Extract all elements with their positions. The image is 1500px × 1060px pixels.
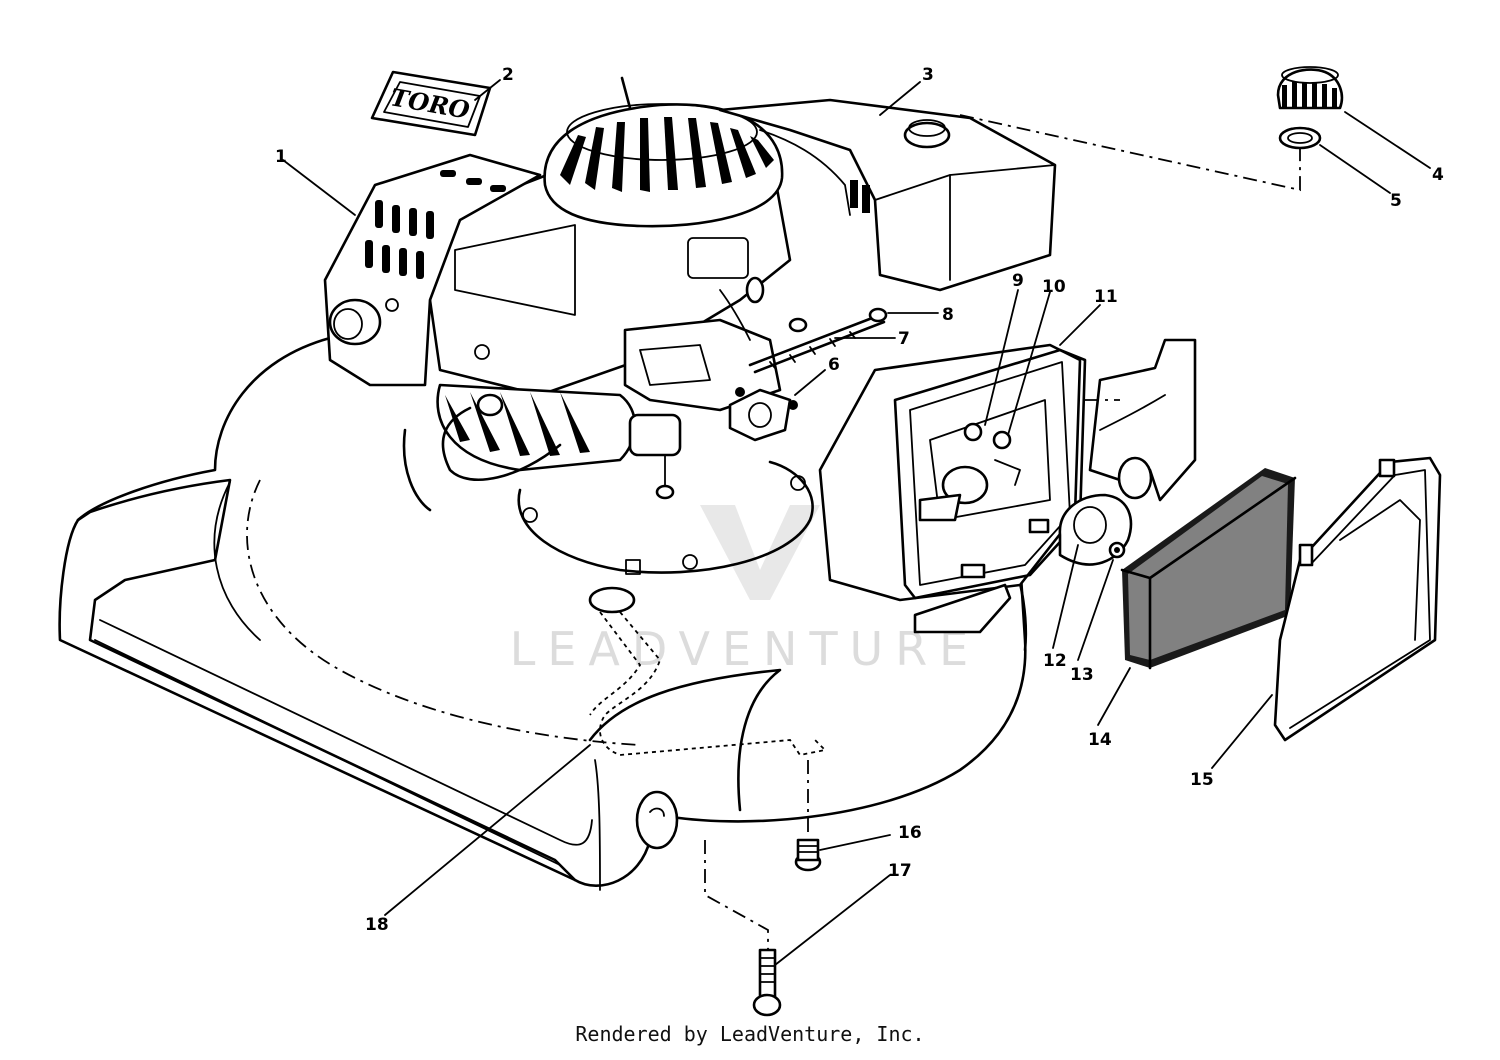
callout-15: 15 xyxy=(1190,770,1214,790)
air-cleaner-body xyxy=(818,343,1087,634)
callout-4: 4 xyxy=(1432,165,1444,185)
callout-5: 5 xyxy=(1390,191,1402,211)
fuel-tank xyxy=(718,98,1057,292)
watermark-text: LEADVENTURE xyxy=(510,622,981,676)
decal: TORO xyxy=(370,70,492,137)
callout-6: 6 xyxy=(828,355,840,375)
cover xyxy=(1273,456,1442,742)
assembly-lines xyxy=(704,114,1301,950)
callout-16: 16 xyxy=(898,823,922,843)
callout-9: 9 xyxy=(1012,271,1024,291)
callout-numbers: 1 2 3 4 5 6 7 8 9 10 11 12 13 14 15 16 1… xyxy=(275,65,1444,935)
bolt xyxy=(752,948,782,1017)
callout-2: 2 xyxy=(502,65,514,85)
fuel-cap xyxy=(1276,66,1344,110)
callout-14: 14 xyxy=(1088,730,1112,750)
callout-leaders xyxy=(282,79,1431,966)
callout-11: 11 xyxy=(1094,287,1118,307)
callout-8: 8 xyxy=(942,305,954,325)
callout-12: 12 xyxy=(1043,651,1067,671)
engine xyxy=(323,76,792,512)
blade xyxy=(588,586,827,757)
callout-10: 10 xyxy=(1042,277,1066,297)
footer-credit: Rendered by LeadVenture, Inc. xyxy=(575,1022,925,1046)
nut xyxy=(788,307,888,333)
stud xyxy=(748,313,886,374)
mower-deck xyxy=(58,336,1028,891)
filter-element xyxy=(1120,468,1297,670)
callout-18: 18 xyxy=(365,915,389,935)
callout-3: 3 xyxy=(922,65,934,85)
callout-13: 13 xyxy=(1070,665,1094,685)
back-plate xyxy=(1088,338,1197,502)
callout-7: 7 xyxy=(898,329,910,349)
watermark: LEADVENTURE xyxy=(510,505,981,676)
screw xyxy=(794,838,822,872)
screw xyxy=(1108,541,1126,559)
callout-1: 1 xyxy=(275,147,287,167)
callout-17: 17 xyxy=(888,861,912,881)
gasket xyxy=(728,387,798,442)
gasket xyxy=(1278,126,1322,150)
